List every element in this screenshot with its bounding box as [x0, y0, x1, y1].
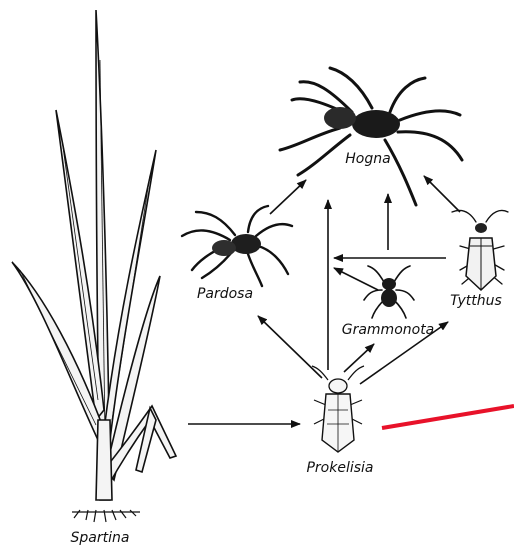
arrow-grammonota-to-pardosa: [334, 268, 378, 290]
spartina-plant-illustration: [12, 10, 176, 522]
hogna-label: Hogna: [345, 151, 390, 167]
prokelisia-label: Prokelisia: [306, 460, 373, 476]
tytthus-bug-illustration: [452, 210, 508, 290]
arrow-tytthus-to-hogna: [424, 176, 460, 212]
tytthus-label: Tytthus: [450, 293, 502, 309]
arrow-prokelisia-to-pardosa: [258, 316, 322, 378]
hogna-spider-illustration: [280, 68, 462, 205]
red-pointer-line: [382, 406, 514, 428]
arrow-pardosa-to-hogna: [270, 180, 306, 214]
grammonota-label: Grammonota: [342, 322, 435, 338]
spartina-label: Spartina: [71, 530, 130, 546]
arrow-prokelisia-to-grammonota: [344, 344, 374, 372]
grammonota-spider-illustration: [364, 266, 414, 318]
prokelisia-planthopper-illustration: [312, 366, 364, 452]
pardosa-label: Pardosa: [197, 286, 253, 302]
pardosa-spider-illustration: [182, 206, 292, 286]
